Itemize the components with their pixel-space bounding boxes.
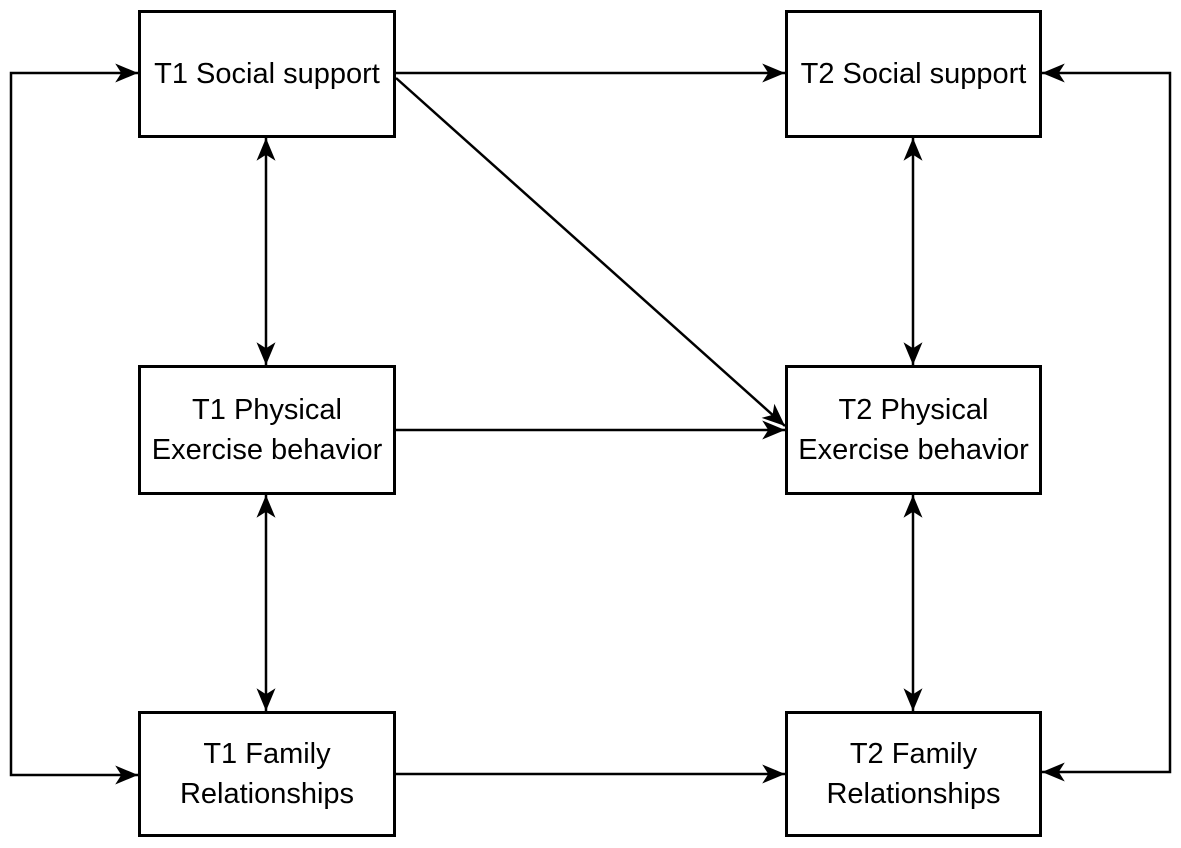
- edge-t2_social-to-t2_family: [1042, 63, 1172, 782]
- node-t2-family-relationships: T2 Family Relationships: [785, 711, 1042, 837]
- node-t2-physical-exercise-behavior: T2 Physical Exercise behavior: [785, 365, 1042, 495]
- node-label-line: T1 Family: [203, 738, 331, 770]
- node-t1-physical-exercise-behavior: T1 Physical Exercise behavior: [138, 365, 396, 495]
- node-label-line: T1 Social support: [154, 58, 380, 90]
- node-label-line: Exercise behavior: [151, 434, 383, 466]
- node-label-line: Relationships: [179, 778, 355, 810]
- node-label-line: T2 Physical: [838, 394, 989, 426]
- edge-t1_social-to-t2_physical: [395, 77, 786, 427]
- node-label-line: T2 Social support: [800, 58, 1027, 90]
- node-label-line: Exercise behavior: [798, 434, 1029, 466]
- node-t1-social-support: T1 Social support: [138, 10, 396, 138]
- node-label-line: T1 Physical: [192, 394, 342, 426]
- node-label-line: T2 Family: [849, 738, 978, 770]
- node-label-line: Relationships: [826, 778, 1001, 810]
- node-t2-social-support: T2 Social support: [785, 10, 1042, 138]
- node-t1-family-relationships: T1 Family Relationships: [138, 711, 396, 837]
- edge-t1_social-to-t1_family: [9, 63, 138, 785]
